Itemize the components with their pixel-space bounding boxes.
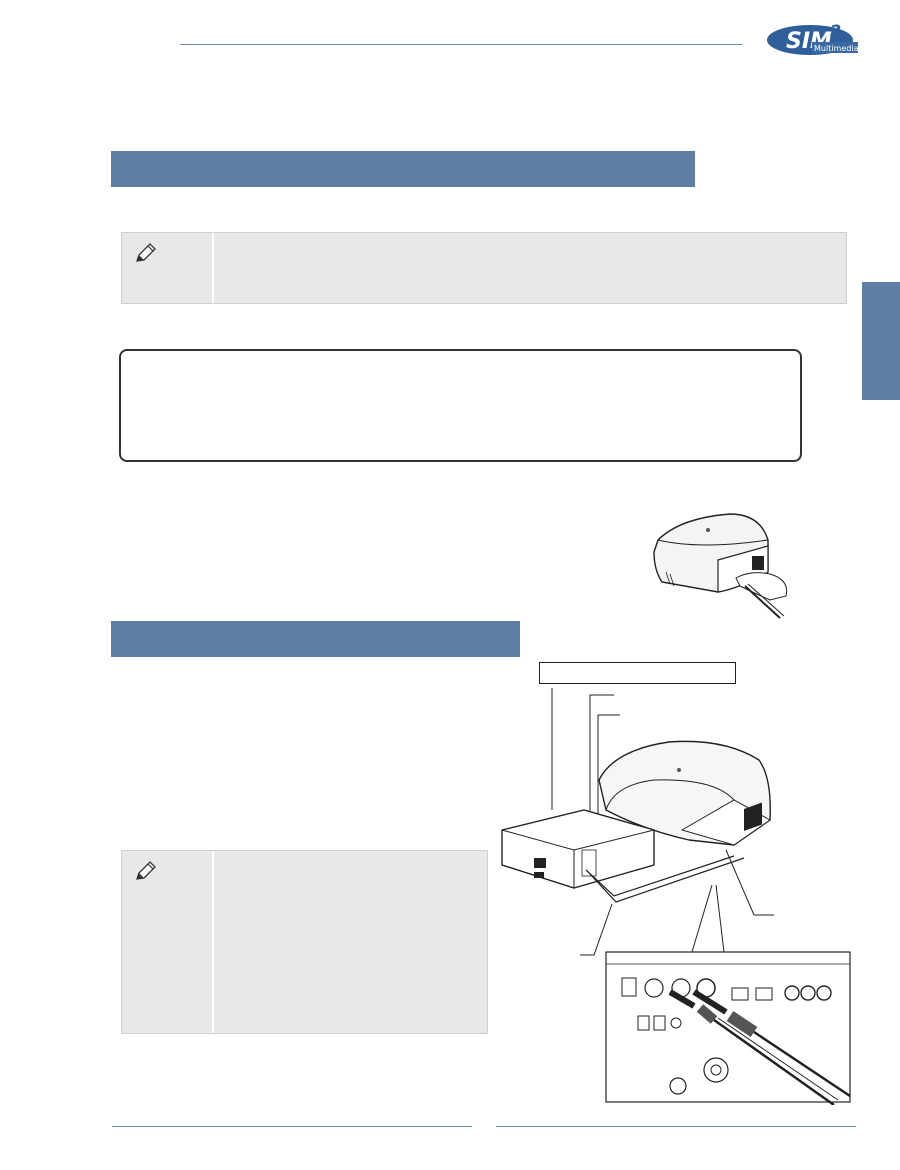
figure-label-box xyxy=(539,662,736,684)
pencil-note-icon xyxy=(136,861,156,880)
note-divider xyxy=(212,851,214,1033)
pencil-note-icon xyxy=(136,243,156,262)
section-header-bar xyxy=(111,151,695,187)
header-rule xyxy=(180,44,742,45)
footer-rule xyxy=(112,1126,472,1127)
note-box xyxy=(121,232,847,304)
svg-text:2: 2 xyxy=(830,21,841,40)
sim2-logo: SIM 2 Multimedia xyxy=(767,21,859,55)
projector-vcr-connection-illustration xyxy=(501,688,851,1105)
svg-text:Multimedia: Multimedia xyxy=(814,44,859,53)
note-box xyxy=(121,850,488,1034)
note-divider xyxy=(212,233,214,303)
chapter-side-tab xyxy=(862,282,900,400)
info-box xyxy=(119,349,802,462)
projector-power-cable-illustration xyxy=(653,513,788,619)
section-header-bar xyxy=(111,621,520,657)
footer-rule xyxy=(496,1126,856,1127)
